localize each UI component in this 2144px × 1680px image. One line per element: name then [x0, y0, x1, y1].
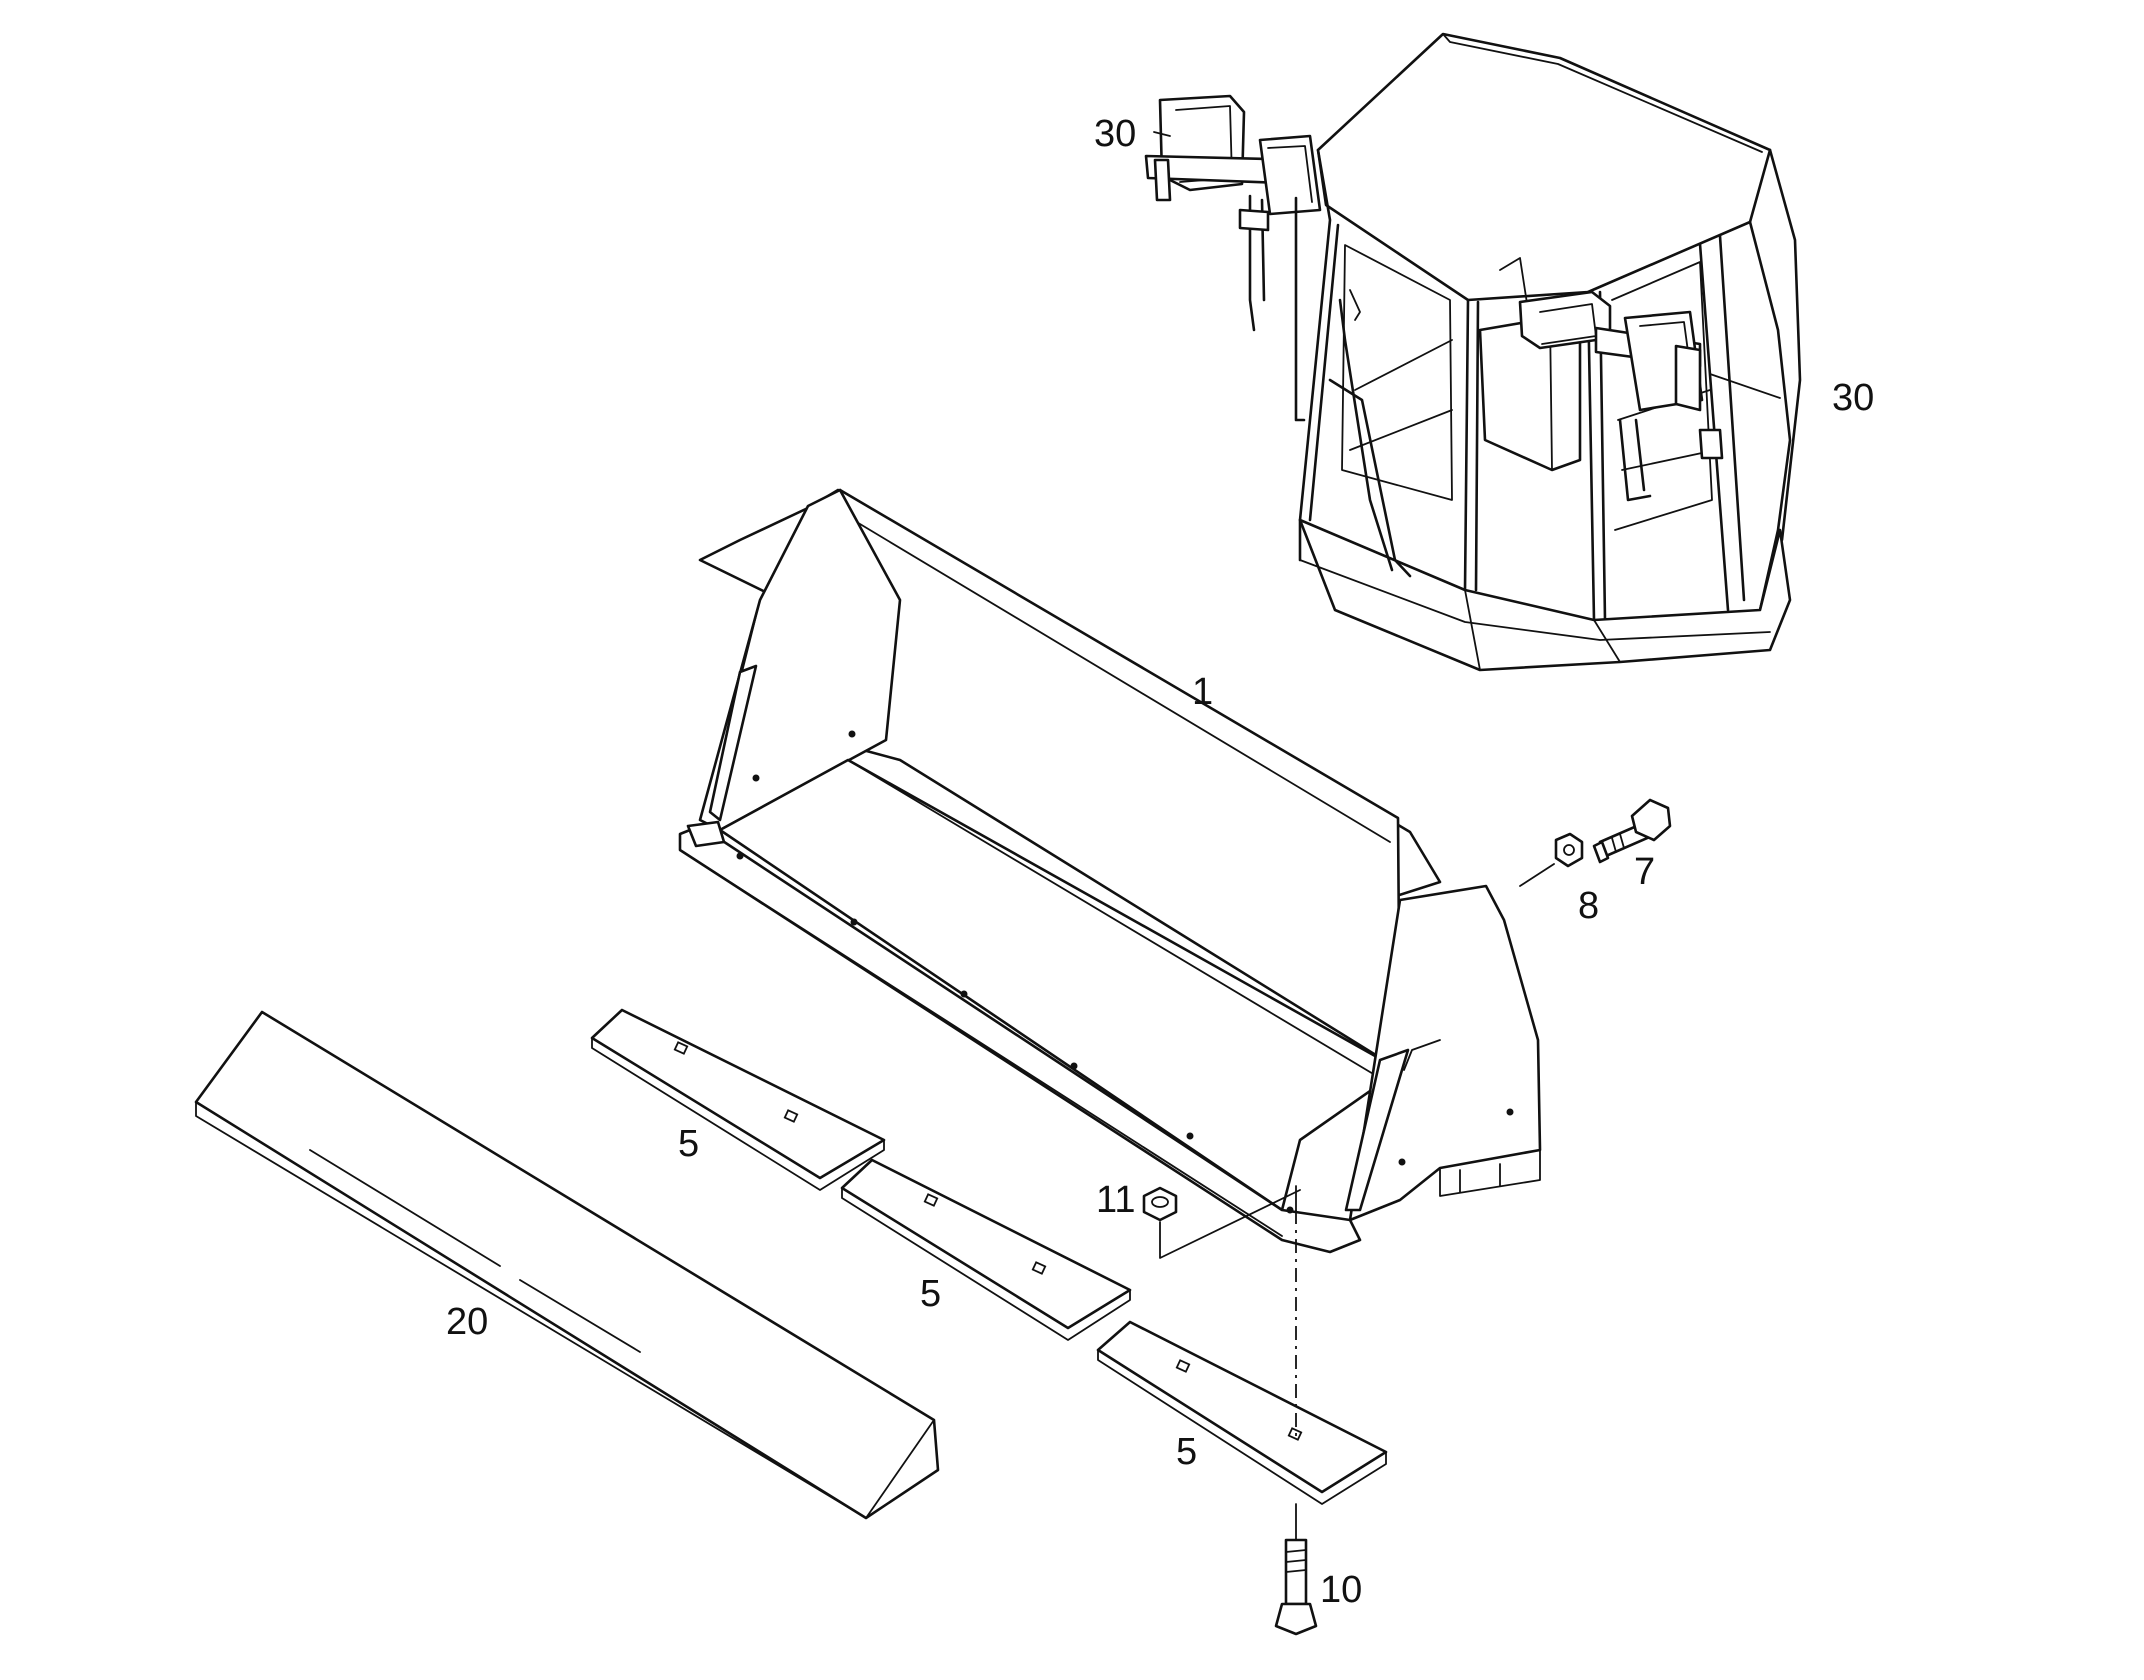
- callout-bucket: 1: [1192, 671, 1213, 713]
- nut-bottom: [1142, 1186, 1301, 1259]
- callout-cutting-edge-a: 5: [678, 1123, 699, 1165]
- callout-cutting-edge-b: 5: [920, 1273, 941, 1315]
- cab-assembly: [1144, 32, 1802, 672]
- callout-lamp-right: 30: [1832, 377, 1874, 419]
- nut-side: [1519, 832, 1584, 887]
- loader-bucket: [678, 488, 1542, 1254]
- bolt-side: [1592, 798, 1672, 864]
- work-lamp-right: [1518, 290, 1724, 502]
- cutting-edge-segment-b: [840, 1158, 1132, 1341]
- callout-nut-bottom: 11: [1096, 1179, 1135, 1221]
- callout-lamp-left: 30: [1094, 113, 1136, 155]
- edge-bar: [194, 1010, 940, 1520]
- cutting-edge-segment-a: [590, 1008, 886, 1191]
- callout-bolt-bottom: 10: [1320, 1569, 1362, 1611]
- callout-bolt-side: 7: [1634, 851, 1655, 893]
- bolt-bottom: [1274, 1503, 1318, 1636]
- callout-edge-bar: 20: [446, 1301, 488, 1343]
- cutting-edge-segment-c: [1096, 1320, 1388, 1505]
- work-lamp-left: [1144, 94, 1322, 422]
- callout-cutting-edge-c: 5: [1176, 1431, 1197, 1473]
- callout-nut-side: 8: [1578, 885, 1599, 927]
- leader-lamp-right: [1709, 373, 1781, 399]
- leader-lamp-left: [1153, 131, 1171, 137]
